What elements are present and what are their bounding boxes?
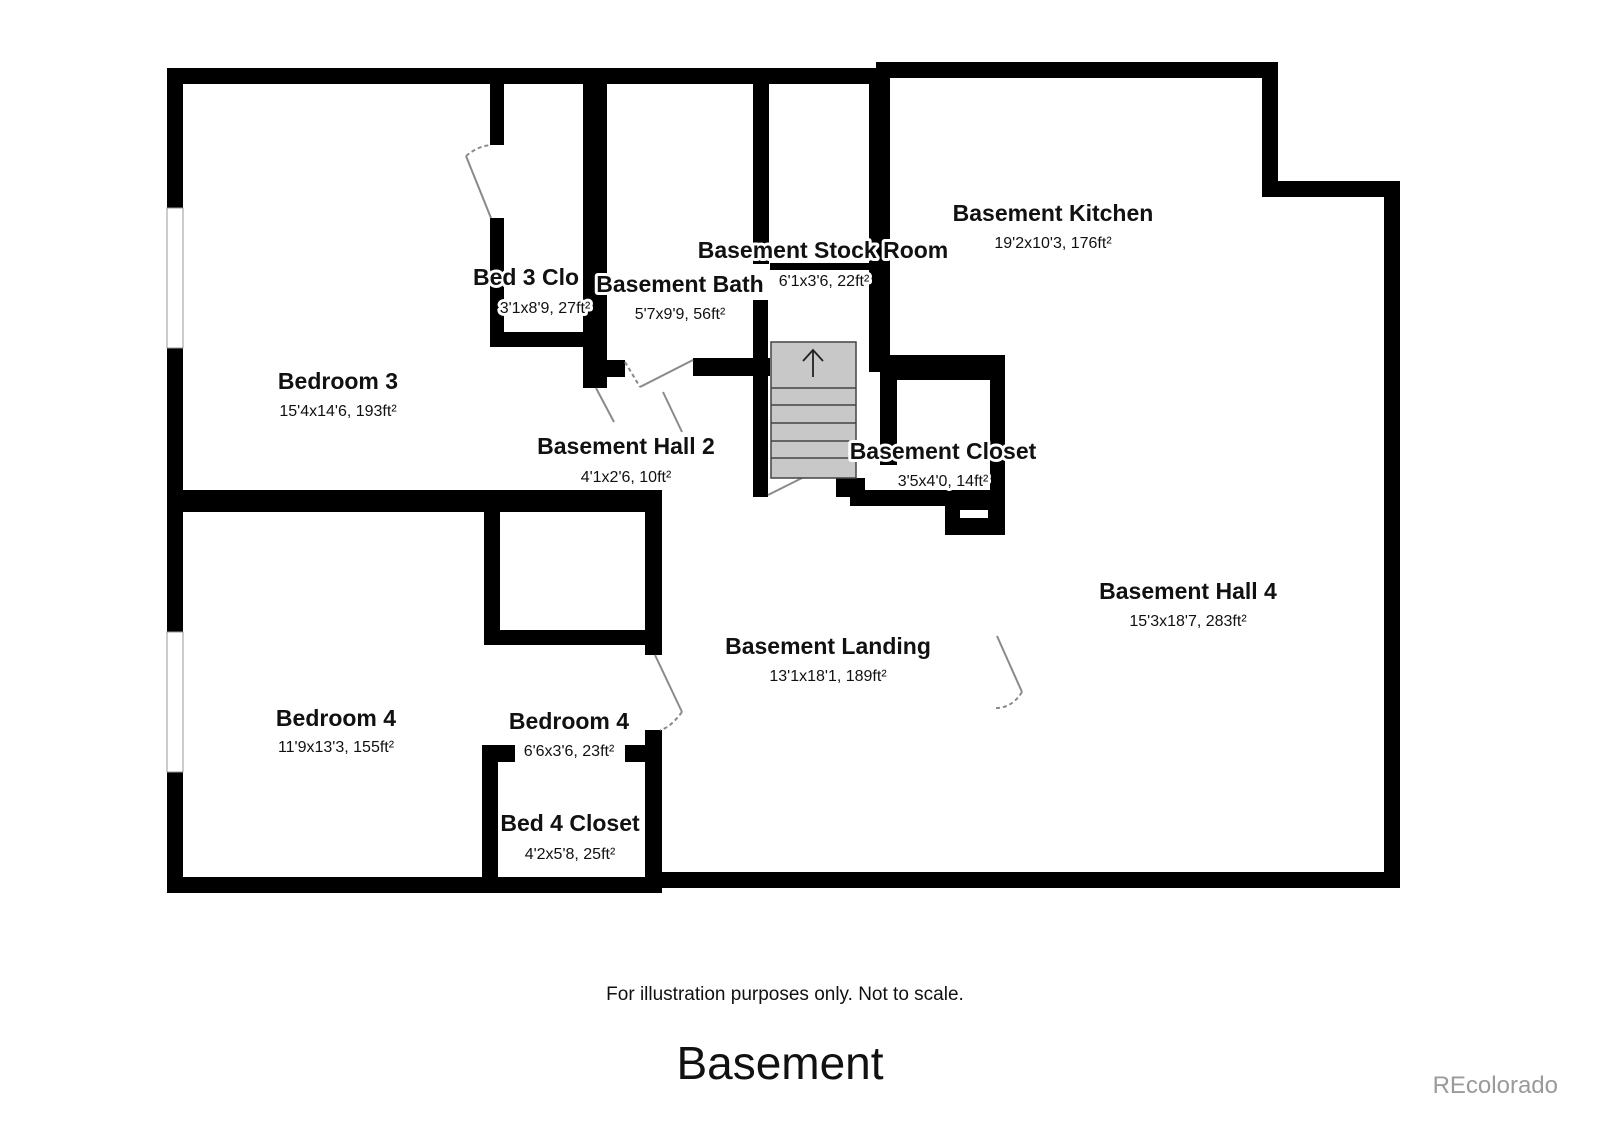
room-name: Bed 4 Closet (500, 810, 640, 836)
room-dims: 5'7x9'9, 56ft² (635, 306, 726, 323)
room-dims: 15'4x14'6, 193ft² (279, 403, 397, 420)
room-name: Basement Stock Room (698, 237, 949, 263)
room-dims: 3'5x4'0, 14ft² (898, 473, 989, 490)
room-name: Basement Closet (850, 438, 1037, 464)
room-name: Bedroom 4 (509, 708, 629, 734)
room-name: Bed 3 Clo (473, 264, 579, 290)
doors (465, 144, 1023, 731)
room-name: Basement Landing (725, 633, 931, 659)
room-dims: 4'2x5'8, 25ft² (525, 846, 616, 863)
stairs (770, 341, 857, 479)
room-dims: 6'1x3'6, 22ft² (779, 273, 870, 290)
floor-title: Basement (676, 1037, 884, 1089)
room-dims: 15'3x18'7, 283ft² (1129, 613, 1247, 630)
room-name: Bedroom 3 (278, 368, 398, 394)
room-dims: 13'1x18'1, 189ft² (769, 668, 887, 685)
room-name: Basement Hall 4 (1099, 578, 1277, 604)
room-dims: 3'1x8'9, 27ft² (500, 300, 591, 317)
windows (166, 207, 184, 773)
disclaimer: For illustration purposes only. Not to s… (606, 984, 964, 1005)
arrow-up-icon (802, 348, 824, 377)
room-dims: 6'6x3'6, 23ft² (524, 743, 615, 760)
room-name: Basement Bath (596, 271, 763, 297)
walls (167, 62, 1400, 893)
room-dims: 11'9x13'3, 155ft² (278, 739, 395, 756)
room-name: Basement Kitchen (953, 200, 1154, 226)
room-name: Bedroom 4 (276, 705, 396, 731)
watermark: REcolorado (1432, 1072, 1558, 1099)
room-dims: 19'2x10'3, 176ft² (994, 235, 1112, 252)
room-labels: Bedroom 3 15'4x14'6, 193ft² Bed 3 Clo 3'… (276, 200, 1277, 863)
room-dims: 4'1x2'6, 10ft² (581, 469, 672, 486)
room-name: Basement Hall 2 (537, 433, 715, 459)
